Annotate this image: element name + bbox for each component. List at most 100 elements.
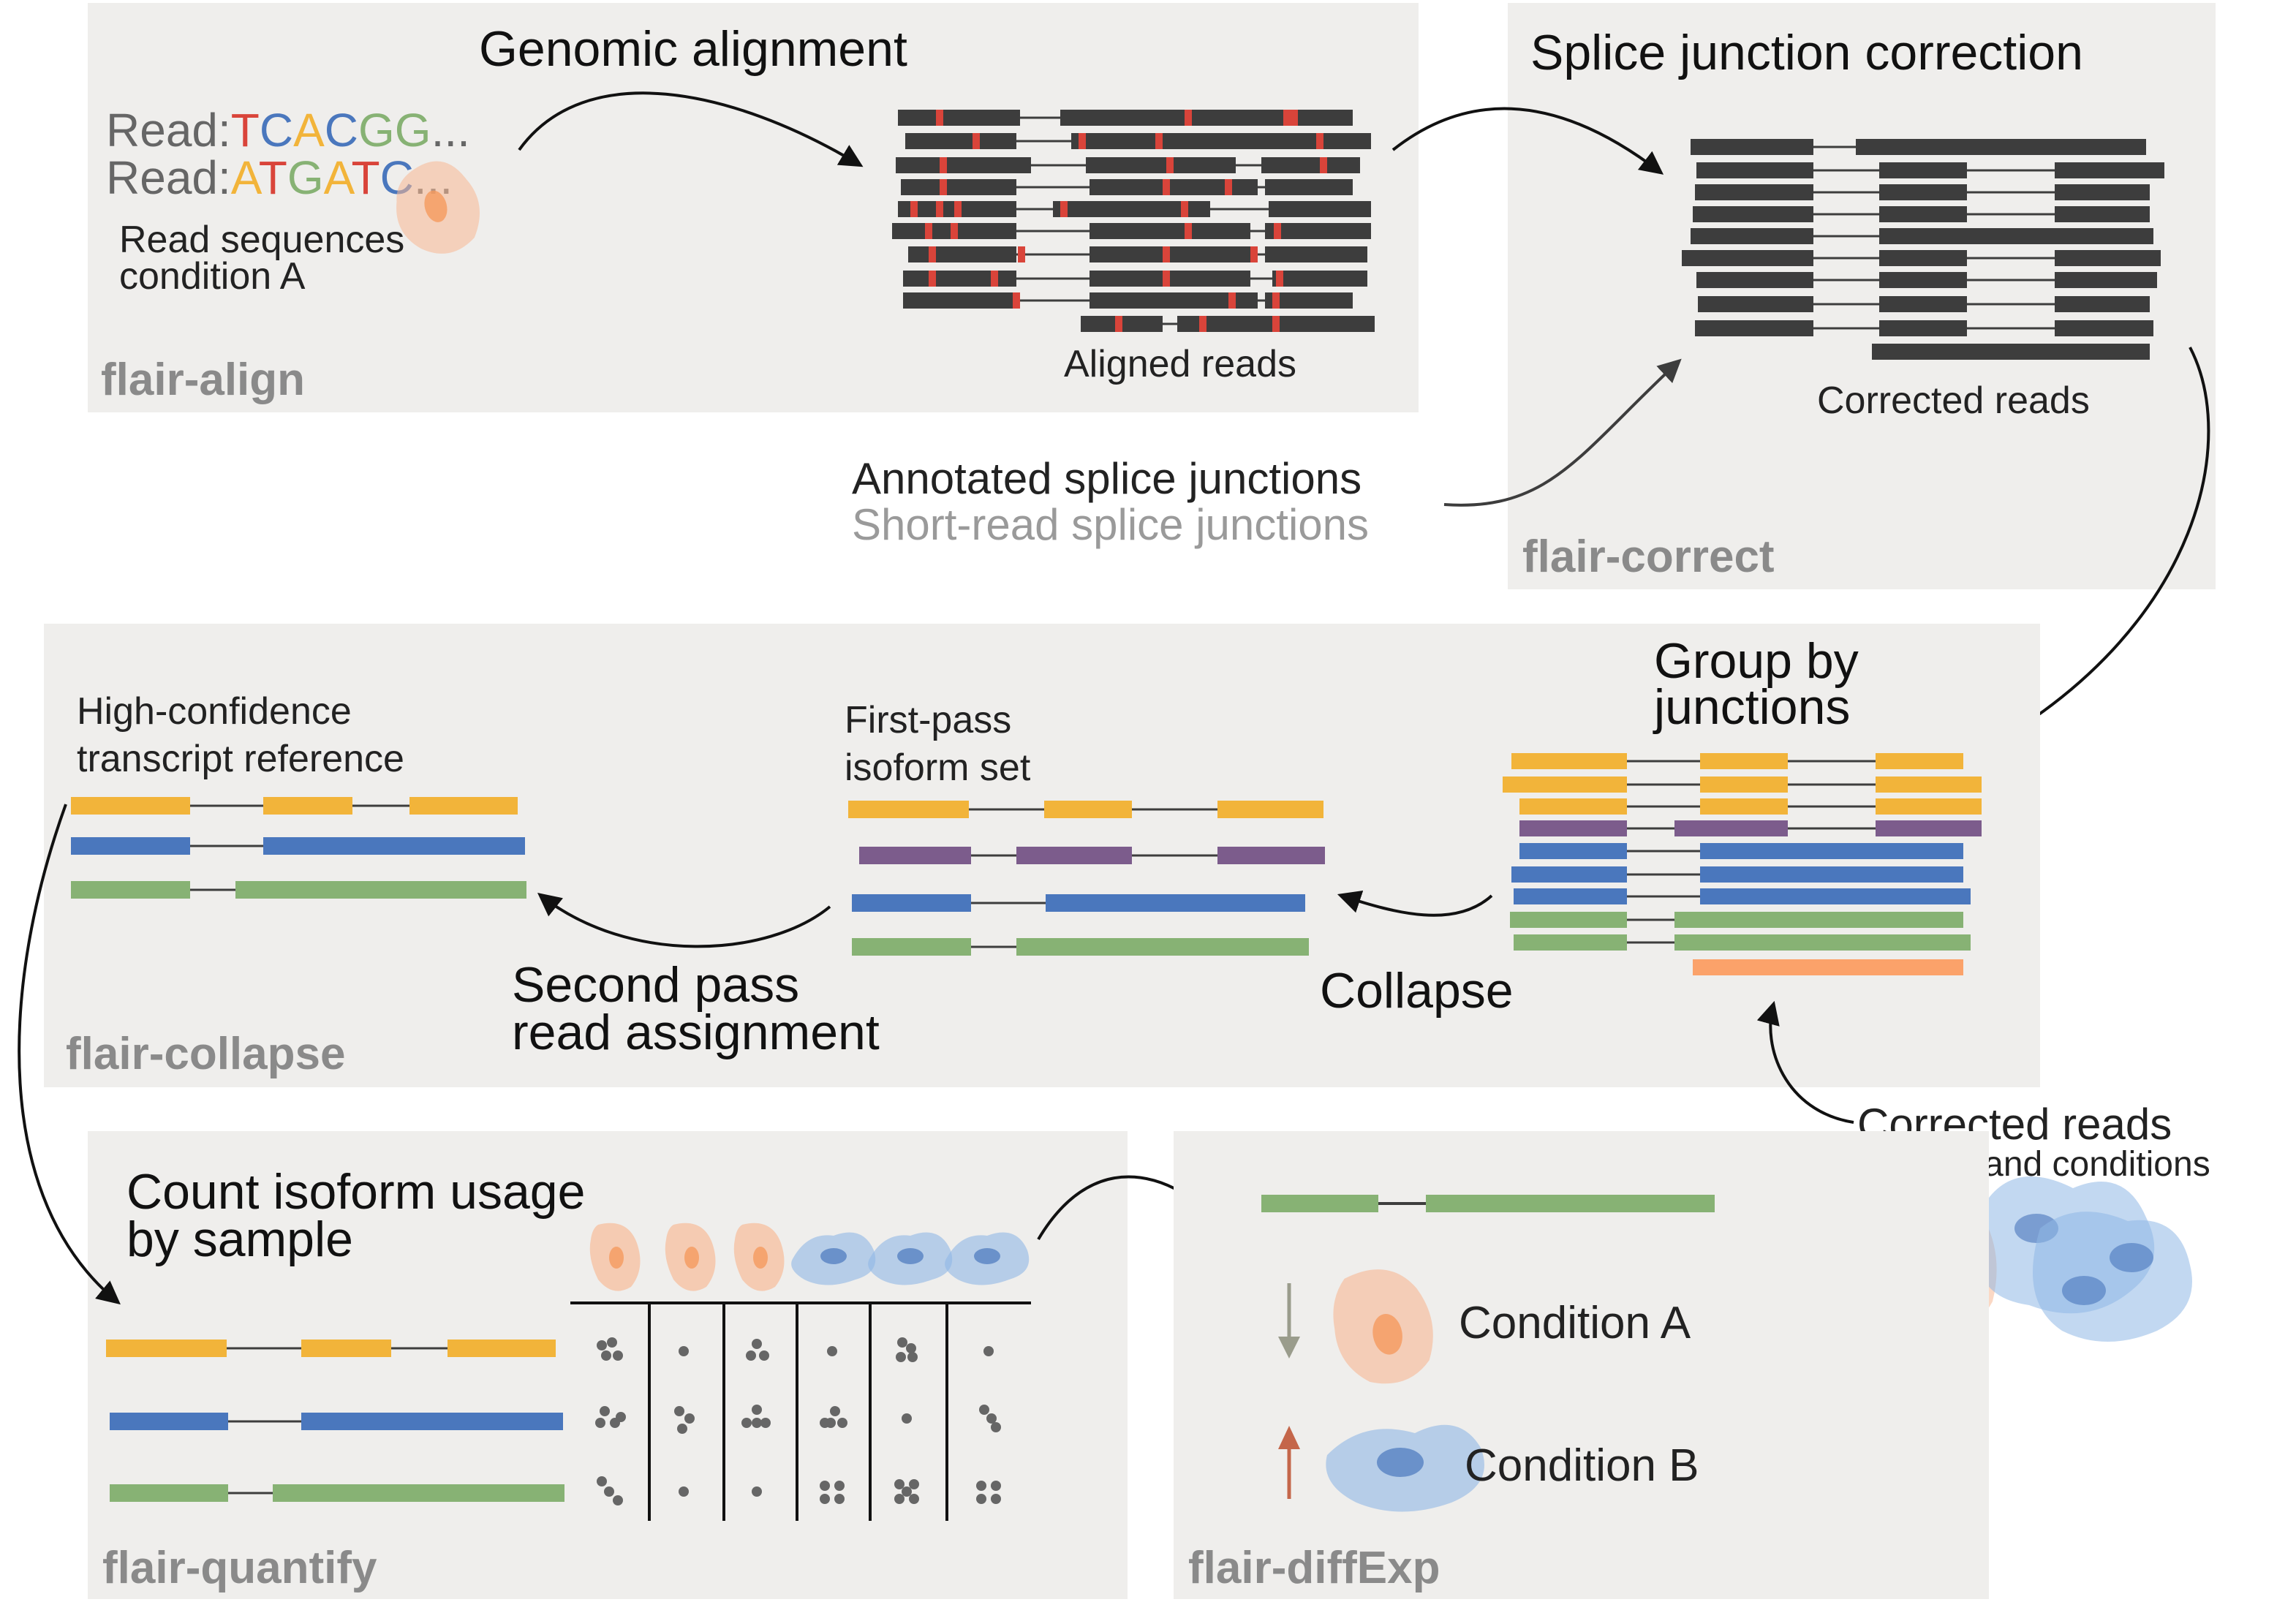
quantify-title-line-2: by sample — [126, 1212, 353, 1267]
exon-block — [2055, 272, 2157, 288]
mismatch-mark — [1185, 223, 1192, 239]
firstpass-isoform — [852, 894, 1305, 912]
exon-block — [859, 847, 971, 864]
exon-block — [901, 179, 1016, 195]
exon-block — [1261, 157, 1360, 173]
diffexp-isoform — [1261, 1195, 1715, 1212]
count-dot — [597, 1340, 607, 1350]
count-dot — [752, 1418, 762, 1428]
condition-b-label: Condition B — [1465, 1440, 1699, 1491]
count-dot — [830, 1406, 840, 1416]
sequence-base: . — [444, 104, 457, 156]
mismatch-mark — [1181, 201, 1188, 217]
exon-block — [1879, 162, 1967, 178]
exon-block — [1872, 344, 2150, 360]
grouped-read — [1519, 820, 1982, 836]
exon-block — [1700, 888, 1971, 904]
read-1-label: Read:TCACGG... — [106, 104, 470, 156]
aligned-read — [898, 110, 1353, 126]
cell-nucleus — [974, 1248, 1000, 1264]
corrected-read — [1691, 139, 2146, 155]
arrow-icon — [1391, 107, 1664, 175]
count-dot — [684, 1413, 695, 1424]
aligned-read — [901, 179, 1353, 195]
corrected-read — [1872, 344, 2150, 360]
dot-cluster-icon — [820, 1481, 845, 1504]
sequence-base: T — [259, 151, 287, 204]
exon-block — [1674, 912, 1963, 928]
count-dot — [679, 1486, 689, 1497]
reference-isoform — [71, 881, 526, 899]
exon-block — [1695, 184, 1813, 200]
exon-block — [301, 1340, 391, 1357]
exon-block — [1700, 798, 1788, 815]
exon-block — [1514, 934, 1627, 951]
mismatch-mark — [1283, 110, 1291, 126]
mismatch-mark — [1276, 271, 1283, 287]
exon-block — [1700, 753, 1788, 769]
exon-block — [273, 1484, 564, 1502]
exon-block — [1217, 847, 1325, 864]
sequence-base: C — [260, 104, 293, 156]
count-dot — [679, 1346, 689, 1356]
seq-note-line-1: Read sequences — [119, 219, 404, 261]
exon-block — [903, 292, 1016, 309]
exon-block — [852, 938, 971, 956]
count-dot — [909, 1479, 919, 1489]
sequence-base: G — [395, 104, 431, 156]
mismatch-mark — [1291, 110, 1298, 126]
count-dot — [906, 1343, 916, 1353]
exon-block — [1879, 184, 1967, 200]
arrow-icon — [18, 804, 121, 1305]
exon-block — [2055, 162, 2164, 178]
exon-block — [1511, 753, 1627, 769]
count-dot — [979, 1405, 989, 1415]
cell-nucleus — [684, 1247, 699, 1269]
dot-cluster-icon — [741, 1405, 771, 1428]
exon-block — [1700, 866, 1963, 883]
count-dot — [600, 1406, 610, 1416]
panel-align-title: Genomic alignment — [479, 21, 907, 77]
dot-cluster-icon — [595, 1406, 626, 1428]
count-dot — [826, 1418, 836, 1428]
exon-block — [896, 157, 1031, 173]
exon-block — [1879, 296, 1967, 312]
sample-count-table — [570, 1223, 1031, 1521]
sequence-base: . — [457, 104, 470, 156]
aligned-read — [908, 246, 1367, 262]
arrow-icon — [537, 893, 831, 948]
exon-block — [71, 797, 190, 815]
sequence-base: T — [352, 151, 380, 204]
mismatch-mark — [1115, 316, 1122, 332]
reference-isoform — [71, 837, 525, 855]
mismatch-mark — [1272, 292, 1280, 309]
exon-block — [1086, 157, 1236, 173]
exon-block — [1693, 959, 1963, 975]
exon-block — [448, 1340, 556, 1357]
firstpass-label-line-1: First-pass — [845, 699, 1011, 741]
grouped-read — [1503, 777, 1982, 793]
exon-block — [1060, 110, 1353, 126]
exon-block — [1265, 179, 1353, 195]
count-dot — [820, 1481, 830, 1491]
exon-block — [301, 1413, 563, 1430]
mismatch-mark — [1199, 316, 1206, 332]
mismatch-mark — [1274, 223, 1281, 239]
count-dot — [820, 1494, 830, 1504]
aligned-read — [903, 292, 1353, 309]
mismatch-mark — [929, 271, 936, 287]
count-dot — [752, 1339, 762, 1349]
arrow-icon — [1756, 1000, 1854, 1124]
cell-nucleus — [753, 1247, 768, 1269]
second-pass-label-line-2: read assignment — [512, 1005, 880, 1060]
read-1-prefix: Read: — [106, 104, 231, 156]
exon-block — [1700, 843, 1963, 859]
panel-correct-name: flair-correct — [1522, 532, 1775, 582]
aligned-read — [898, 201, 1371, 217]
count-dot — [894, 1479, 905, 1489]
corrected-read — [1698, 296, 2150, 312]
exon-block — [1519, 820, 1627, 836]
mismatch-mark — [936, 110, 943, 126]
quantify-isoform — [106, 1340, 556, 1357]
